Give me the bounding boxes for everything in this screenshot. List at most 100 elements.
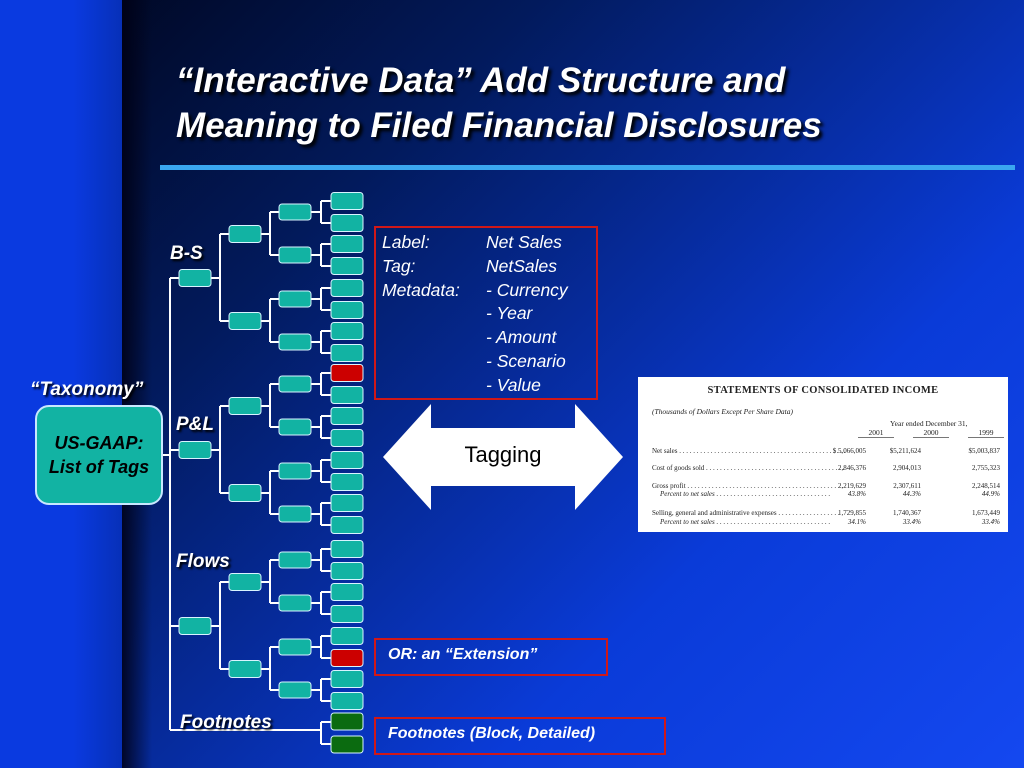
branch-label-flows: Flows [176, 551, 230, 572]
tag-info-key [382, 326, 486, 350]
statement-value: 1,729,855 [838, 509, 866, 517]
statement-year: 2001 [858, 428, 894, 438]
statement-value: 2,248,514 [972, 482, 1000, 490]
tag-info-key: Metadata: [382, 279, 460, 300]
slide-title: “Interactive Data” Add Structure and Mea… [176, 58, 1016, 148]
branch-label-pl: P&L [176, 414, 214, 435]
branch-node [178, 269, 212, 287]
left-accent-bar [0, 0, 122, 768]
leaf-tag-node [330, 235, 364, 253]
leaf-tag-node [330, 451, 364, 469]
statement-subtitle: (Thousands of Dollars Except Per Share D… [652, 407, 793, 416]
group-node [278, 505, 312, 523]
tag-info-key [382, 302, 486, 326]
double-arrow-icon [383, 404, 623, 510]
us-gaap-line-2: List of Tags [48, 457, 150, 477]
tag-info-value: NetSales [486, 255, 558, 276]
statement-value: 2,846,376 [838, 464, 866, 472]
us-gaap-box: US-GAAP: List of Tags [35, 405, 163, 505]
statement-row-label: Percent to net sales . . . . . . . . . .… [660, 490, 831, 498]
leaf-tag-node [330, 386, 364, 404]
sub-branch-node [228, 397, 262, 415]
tag-info-value: - Amount [486, 327, 557, 348]
tag-info-value: - Currency [486, 279, 568, 300]
leaf-tag-node [330, 301, 364, 319]
statement-value: 33.4% [981, 518, 1000, 526]
title-line-1: “Interactive Data” Add Structure and [176, 61, 786, 100]
statement-value: $5,003,837 [968, 447, 1001, 455]
group-node [278, 375, 312, 393]
tree-nodes [178, 192, 364, 754]
tag-info-row: Metadata: - Currency [382, 279, 596, 303]
statement-value: 2,219,629 [838, 482, 866, 490]
leaf-tag-node [330, 540, 364, 558]
group-node [278, 333, 312, 351]
tagging-arrow: Tagging [383, 404, 623, 510]
statement-row-label: Percent to net sales . . . . . . . . . .… [660, 518, 831, 526]
group-node [278, 551, 312, 569]
tag-info-value: Net Sales [486, 232, 562, 252]
statement-value: 1,740,367 [893, 509, 921, 517]
leaf-tag-node [330, 257, 364, 275]
extension-note-box: OR: an “Extension” [374, 638, 608, 676]
statement-title: STATEMENTS OF CONSOLIDATED INCOME [707, 385, 939, 396]
sub-branch-node [228, 660, 262, 678]
sub-branch-node [228, 484, 262, 502]
tag-info-row: Tag: NetSales [382, 255, 596, 279]
statement-value: 43.8% [847, 490, 866, 498]
us-gaap-line-1: US-GAAP: [54, 433, 144, 453]
title-underline [160, 165, 1015, 170]
statement-value: 1,673,449 [972, 509, 1000, 517]
statement-value: 2,755,323 [972, 464, 1000, 472]
sub-branch-node [228, 573, 262, 591]
group-node [278, 246, 312, 264]
leaf-tag-node [330, 516, 364, 534]
tag-info-row: Label:Net Sales [382, 231, 596, 255]
leaf-tag-node [330, 473, 364, 491]
leaf-tag-node [330, 214, 364, 232]
group-node [278, 638, 312, 656]
statement-row-label: Selling, general and administrative expe… [652, 509, 840, 517]
leaf-tag-node [330, 407, 364, 425]
footnote-detail-node [330, 735, 364, 754]
statement-year: 2000 [913, 428, 949, 438]
statement-value: 44.3% [902, 490, 921, 498]
statement-value: $5,211,624 [889, 447, 921, 455]
leaf-tag-node [330, 627, 364, 645]
tree-connectors [163, 200, 331, 745]
leaf-tag-node [330, 692, 364, 710]
statement-value: 34.1% [847, 518, 866, 526]
leaf-tag-node [330, 344, 364, 362]
group-node [278, 462, 312, 480]
sub-branch-node [228, 225, 262, 243]
extension-note-text: OR: an “Extension” [388, 646, 538, 663]
footnotes-note-text: Footnotes (Block, Detailed) [388, 725, 596, 742]
branch-node [178, 441, 212, 459]
tag-info-row: - Amount [382, 326, 596, 350]
leaf-tag-node [330, 494, 364, 512]
tag-info-row: - Year [382, 302, 596, 326]
leaf-tag-node [330, 192, 364, 210]
group-node [278, 290, 312, 308]
leaf-tag-node [330, 429, 364, 447]
leaf-tag-node [330, 322, 364, 340]
leaf-tag-node [330, 562, 364, 580]
tagging-label: Tagging [464, 442, 542, 467]
leaf-tag-node [330, 649, 364, 667]
tag-info-key [382, 374, 486, 398]
left-accent-shadow [122, 0, 152, 768]
tag-info-row: - Value [382, 374, 596, 398]
leaf-tag-node [330, 364, 364, 382]
tag-info-row: - Scenario [382, 350, 596, 374]
statement-value: 2,904,013 [893, 464, 921, 472]
group-node [278, 418, 312, 436]
statement-value: 33.4% [902, 518, 921, 526]
branch-label-footnotes: Footnotes [180, 712, 272, 733]
tag-info-key [382, 350, 486, 374]
statement-value: 2,307,611 [893, 482, 921, 490]
leaf-tag-node [330, 583, 364, 601]
tag-info-key: Tag: [382, 255, 416, 276]
footnotes-note-box: Footnotes (Block, Detailed) [374, 717, 666, 755]
group-node [278, 594, 312, 612]
leaf-tag-node [330, 670, 364, 688]
